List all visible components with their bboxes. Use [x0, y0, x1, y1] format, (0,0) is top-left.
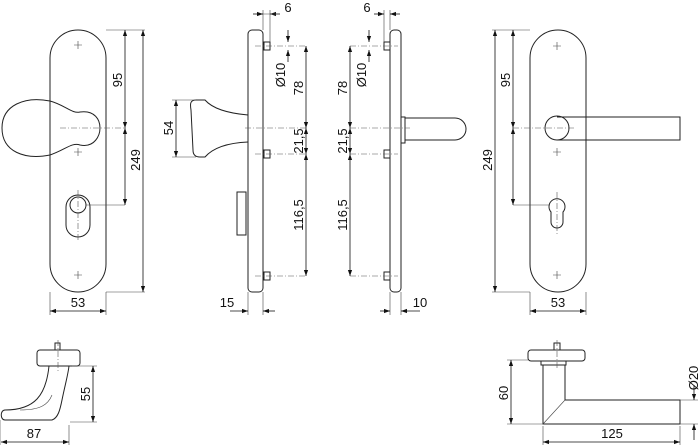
backplate: [49, 29, 107, 293]
lever-profile: [405, 117, 467, 141]
dim-pin-diameter: Ø10: [354, 63, 369, 88]
dim-top: 78: [335, 81, 350, 95]
backplate-side: [247, 29, 264, 293]
dim-mid: 21,5: [335, 128, 350, 153]
screw-marks: [74, 41, 82, 279]
knob-profile: [190, 99, 249, 158]
dim-axis-to-cylinder: 95: [498, 73, 513, 87]
dim-width: 53: [551, 295, 565, 310]
dim-width: 53: [71, 295, 85, 310]
front-lever-view: 95 249 53: [480, 29, 681, 315]
dim-top: 78: [291, 81, 306, 95]
dim-length: 125: [601, 426, 623, 441]
lever-profile-view: 60 125 Ø20: [496, 340, 700, 445]
rosette: [36, 349, 81, 367]
knob-handle: [0, 365, 70, 421]
dim-pin-length: 6: [363, 0, 370, 15]
rose: [400, 116, 406, 144]
dim-thickness: 10: [413, 295, 427, 310]
dim-pin-length: 6: [284, 0, 291, 15]
side-lever-view: 6 Ø10 78 21,5 116,5 10: [335, 0, 467, 315]
screw-marks: [553, 42, 561, 279]
dim-bottom: 116,5: [291, 199, 306, 231]
backplate: [529, 29, 587, 293]
dim-height: 249: [128, 149, 143, 171]
dim-axis-to-cylinder: 95: [110, 73, 125, 87]
dim-mid: 21,5: [291, 128, 306, 153]
dim-height: 249: [480, 149, 495, 171]
knob-profile-view: 55 87: [0, 340, 97, 445]
dim-diameter: Ø20: [686, 366, 700, 391]
dim-bottom: 116,5: [335, 199, 350, 231]
pins: [263, 41, 271, 281]
lever-outline: [557, 116, 681, 141]
rosette: [527, 349, 586, 362]
knob-outline: [1, 99, 101, 157]
spindle-block: [236, 191, 247, 236]
front-knob-view: 95 249 53: [1, 29, 146, 315]
lever-handle: [542, 365, 681, 425]
dim-thickness: 15: [220, 295, 234, 310]
dim-height: 60: [496, 386, 511, 400]
dim-knob: 54: [161, 121, 176, 135]
dim-height: 55: [78, 387, 93, 401]
dim-pin-diameter: Ø10: [273, 63, 288, 88]
pins: [383, 41, 391, 281]
side-knob-view: 6 Ø10 78 21,5 116,5 54 15: [161, 0, 309, 315]
dim-length: 87: [27, 426, 41, 441]
backplate-side: [389, 29, 402, 293]
